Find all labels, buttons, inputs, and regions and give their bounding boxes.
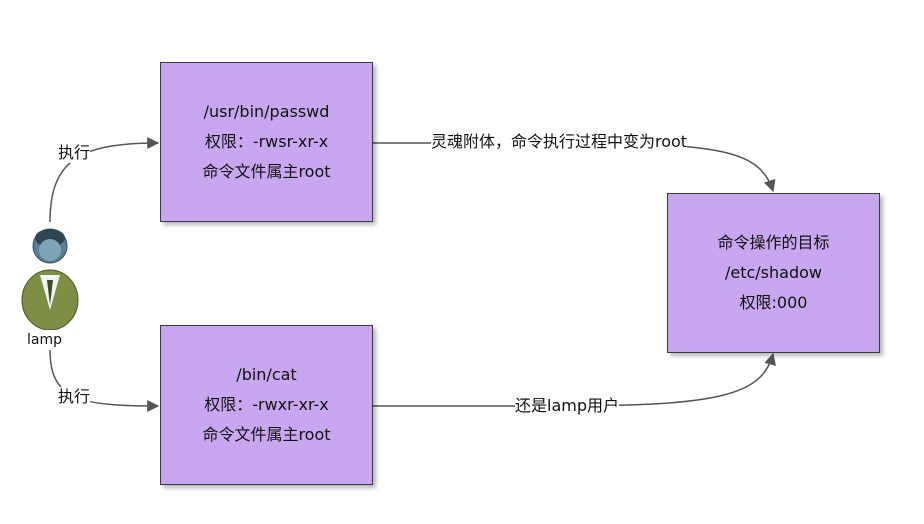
edge-label-exec-bottom: 执行	[58, 387, 91, 407]
edge-label-lamp-user: 还是lamp用户	[515, 396, 619, 416]
passwd-command-box: /usr/bin/passwd 权限：-rwsr-xr-x 命令文件属主root	[160, 62, 373, 222]
passwd-permission: 权限：-rwsr-xr-x	[204, 132, 329, 151]
cat-command-box: /bin/cat 权限：-rwxr-xr-x 命令文件属主root	[160, 325, 373, 485]
edge-label-root: 灵魂附体，命令执行过程中变为root	[431, 132, 688, 152]
cat-path: /bin/cat	[236, 365, 297, 384]
cat-owner: 命令文件属主root	[202, 425, 331, 444]
edge-label-exec-top: 执行	[58, 143, 91, 163]
target-file-box: 命令操作的目标 /etc/shadow 权限:000	[667, 193, 880, 353]
passwd-owner: 命令文件属主root	[202, 162, 331, 181]
target-path: /etc/shadow	[724, 263, 822, 282]
passwd-path: /usr/bin/passwd	[203, 102, 330, 121]
user-person-icon	[21, 228, 79, 331]
target-permission: 权限:000	[739, 293, 808, 312]
target-title: 命令操作的目标	[717, 233, 830, 252]
cat-permission: 权限：-rwxr-xr-x	[204, 395, 329, 414]
user-label: lamp	[27, 330, 62, 350]
